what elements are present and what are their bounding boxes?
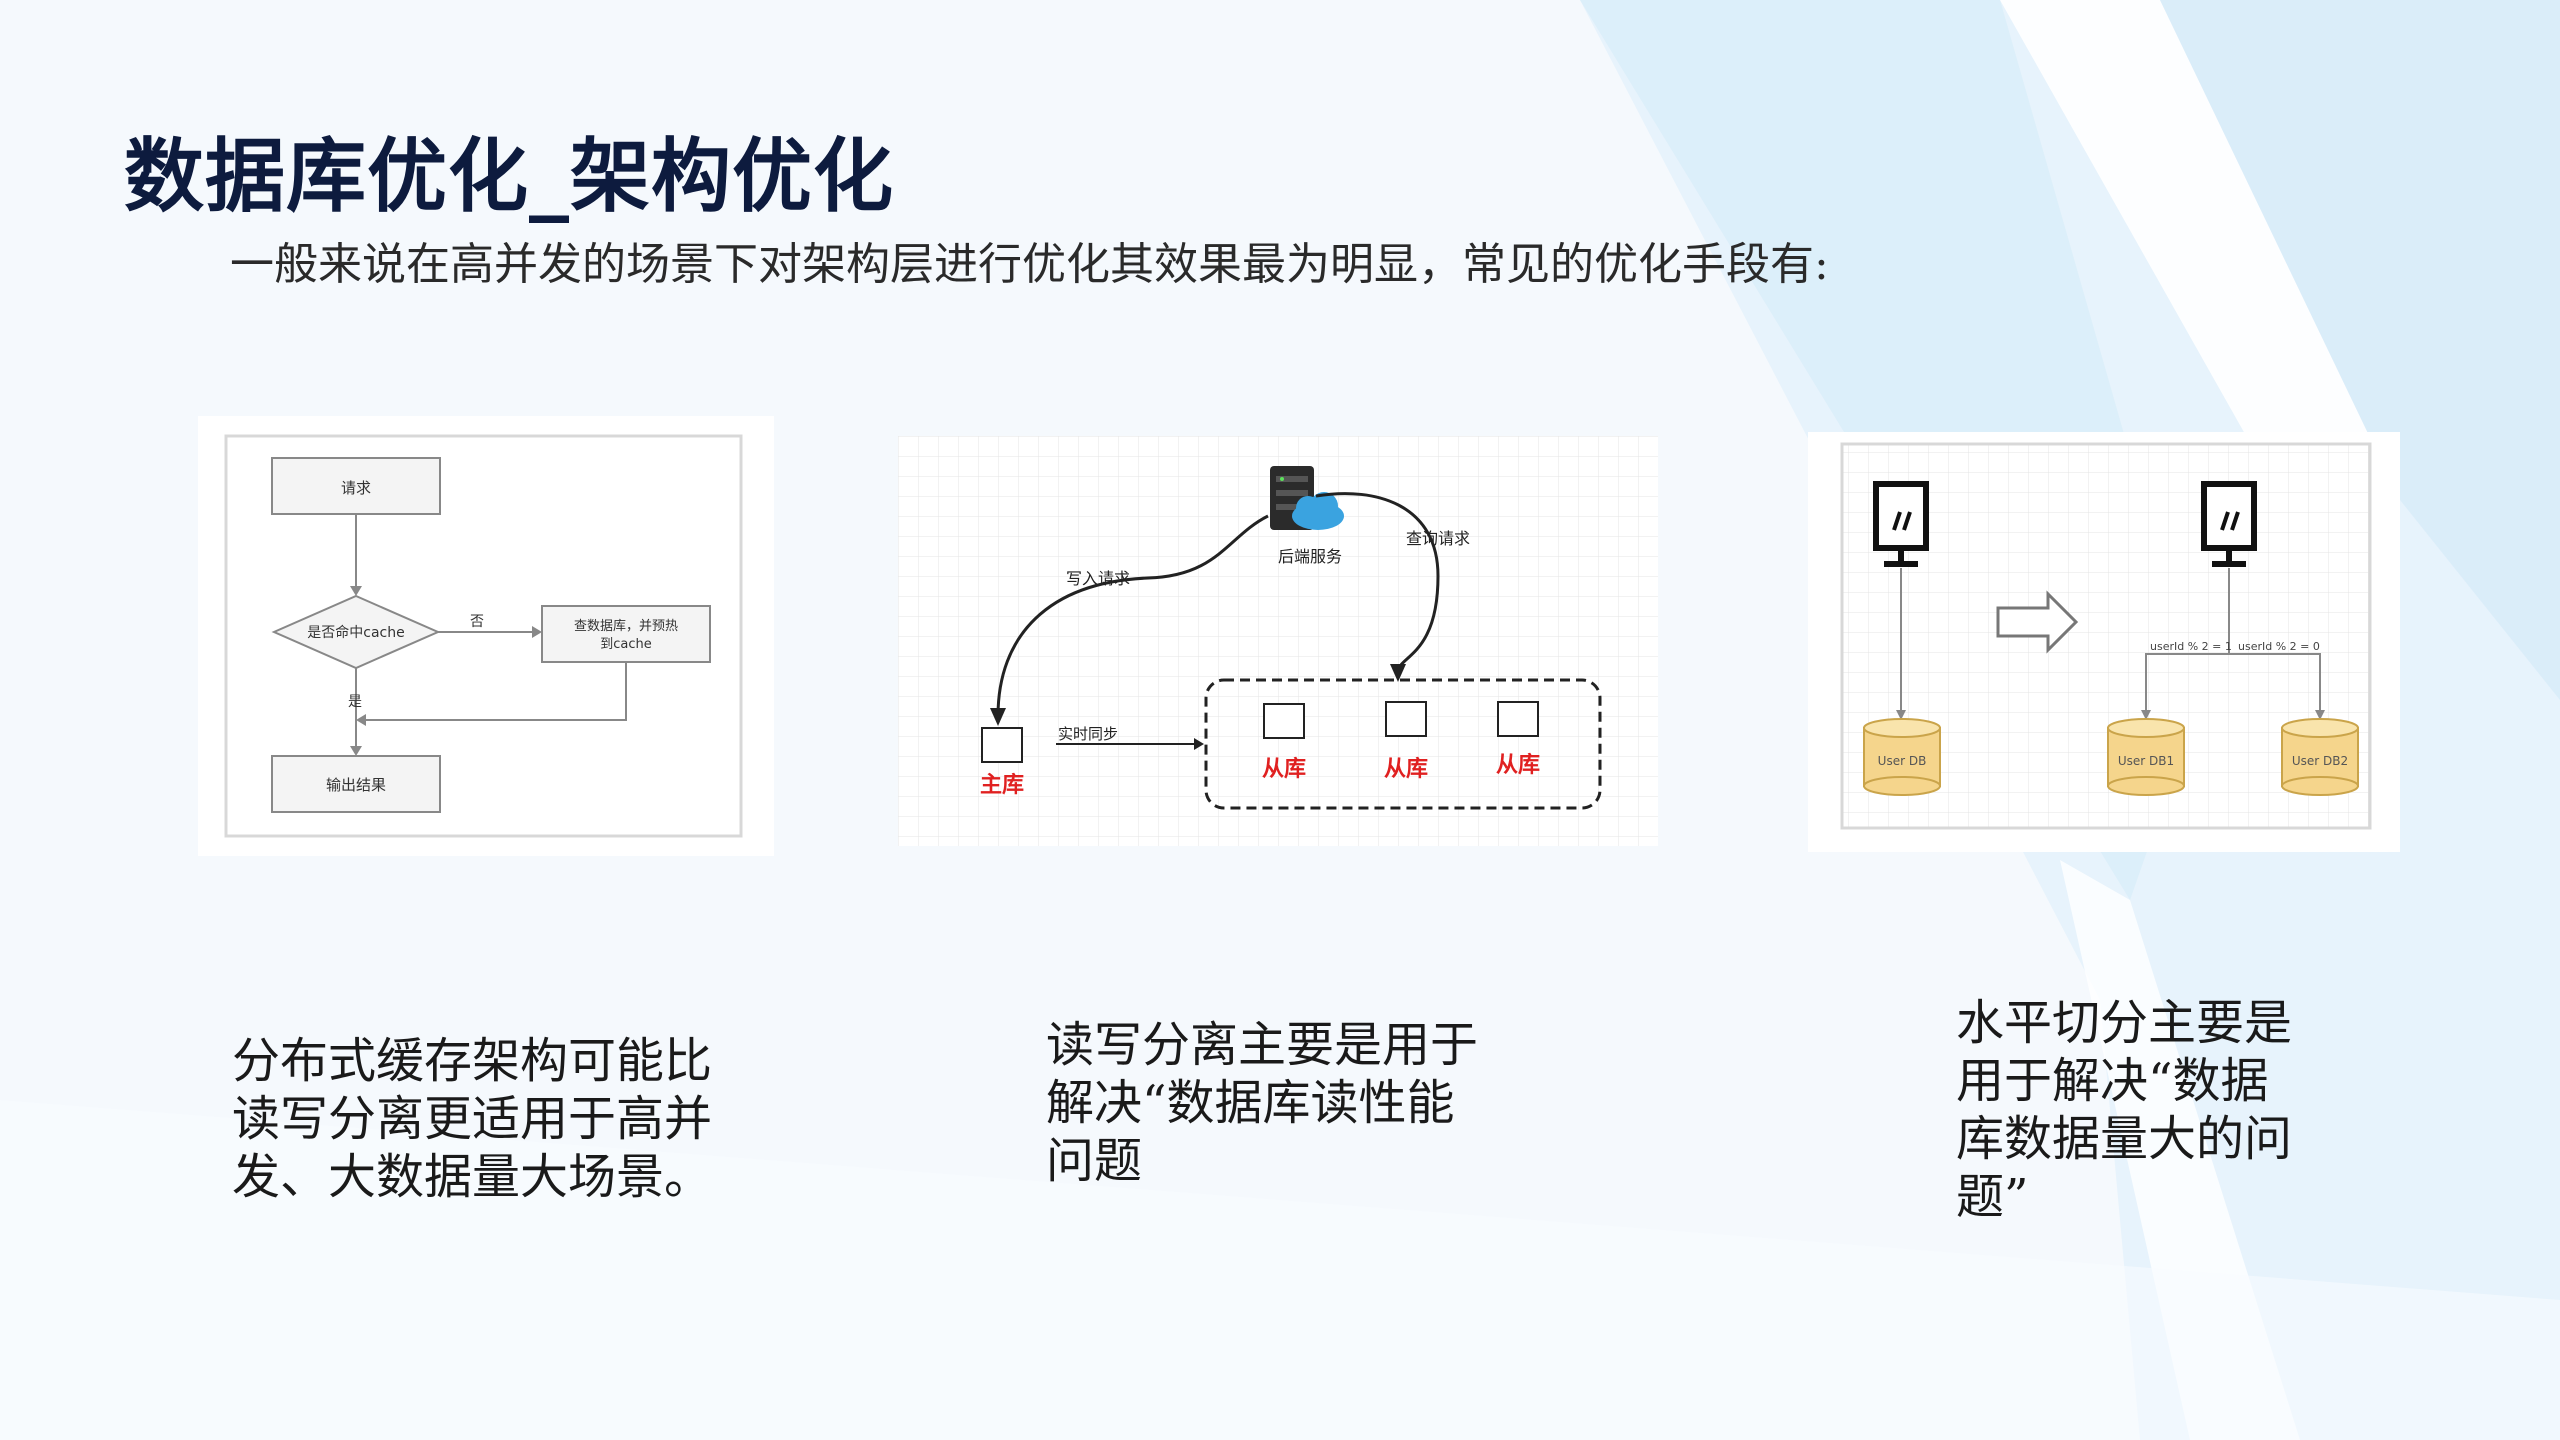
cache-flowchart: 请求 是否命中cache 否 查数据库，并预热 到cache 是 输出结果 <box>224 434 743 838</box>
caption-rw-line-1: 读写分离主要是用于 <box>1046 1017 1479 1073</box>
slide-title: 数据库优化_架构优化 <box>124 130 894 223</box>
caption-shard-line-3: 库数据量大的问 <box>1956 1111 2293 1167</box>
user-db-label: User DB <box>1878 754 1927 768</box>
caption-shard-line-2: 用于解决“数据 <box>1956 1053 2269 1109</box>
master-label: 主库 <box>980 773 1024 798</box>
output-label: 输出结果 <box>326 776 386 794</box>
transform-arrow-icon <box>1996 590 2079 654</box>
sync-label: 实时同步 <box>1058 725 1118 743</box>
sharding-panel: User DB userId % 2 = 1 userId % 2 = 0 Us… <box>1808 432 2400 852</box>
client-monitor-icon-right <box>2201 481 2257 567</box>
user-db2-icon <box>2281 718 2359 796</box>
slave-db-box-3 <box>1497 701 1539 737</box>
slave-label-1: 从库 <box>1262 757 1306 782</box>
request-label: 请求 <box>341 479 371 497</box>
caption-rw-split: 读写分离主要是用于 解决“数据库读性能 问题 <box>1046 1016 1478 1190</box>
slave-label-2: 从库 <box>1384 757 1428 782</box>
query-db-label-2: 到cache <box>600 637 652 652</box>
slave-db-box-2 <box>1385 701 1427 737</box>
caption-cache-line-1: 分布式缓存架构可能比 <box>232 1033 713 1089</box>
rw-split-diagram: 后端服务 写入请求 查询请求 主库 实时同步 从库 从库 从库 <box>898 436 1658 846</box>
user-db-icon <box>1863 718 1941 796</box>
user-db1-label: User DB1 <box>2118 754 2174 768</box>
backend-server-icon <box>1270 466 1344 530</box>
cache-flowchart-panel: 请求 是否命中cache 否 查数据库，并预热 到cache 是 输出结果 <box>198 416 774 856</box>
caption-sharding: 水平切分主要是 用于解决“数据 库数据量大的问 题” <box>1956 994 2292 1226</box>
caption-cache-line-3: 发、大数据量大场景。 <box>232 1149 713 1205</box>
query-db-box <box>541 605 711 663</box>
write-request-label: 写入请求 <box>1066 569 1130 588</box>
decision-label: 是否命中cache <box>307 624 404 641</box>
slave-label-3: 从库 <box>1496 753 1540 778</box>
master-db-box <box>981 727 1023 763</box>
user-db1-icon <box>2107 718 2185 796</box>
query-db-label-1: 查数据库，并预热 <box>574 618 678 634</box>
yes-label: 是 <box>348 694 362 710</box>
caption-rw-line-2: 解决“数据库读性能 <box>1046 1075 1455 1131</box>
shard-rule-0: userId % 2 = 0 <box>2238 640 2320 653</box>
rw-split-panel: 后端服务 写入请求 查询请求 主库 实时同步 从库 从库 从库 <box>898 436 1658 846</box>
client-monitor-icon-left <box>1873 481 1929 567</box>
no-label: 否 <box>470 614 484 630</box>
request-box <box>271 457 441 515</box>
slide-subtitle: 一般来说在高并发的场景下对架构层进行优化其效果最为明显，常见的优化手段有: <box>230 239 1829 290</box>
slave-db-box-1 <box>1263 703 1305 739</box>
caption-rw-line-3: 问题 <box>1046 1133 1143 1189</box>
query-request-label: 查询请求 <box>1406 529 1470 548</box>
shard-rule-1: userId % 2 = 1 <box>2150 640 2232 653</box>
sharding-diagram: User DB userId % 2 = 1 userId % 2 = 0 Us… <box>1840 442 2372 830</box>
caption-shard-line-4: 题” <box>1956 1169 2029 1225</box>
user-db2-label: User DB2 <box>2292 754 2348 768</box>
caption-cache: 分布式缓存架构可能比 读写分离更适用于高并 发、大数据量大场景。 <box>232 1032 712 1206</box>
caption-shard-line-1: 水平切分主要是 <box>1956 995 2293 1051</box>
caption-cache-line-2: 读写分离更适用于高并 <box>232 1091 713 1147</box>
backend-label: 后端服务 <box>1278 547 1342 566</box>
output-box <box>271 755 441 813</box>
slaves-group <box>1204 678 1602 810</box>
